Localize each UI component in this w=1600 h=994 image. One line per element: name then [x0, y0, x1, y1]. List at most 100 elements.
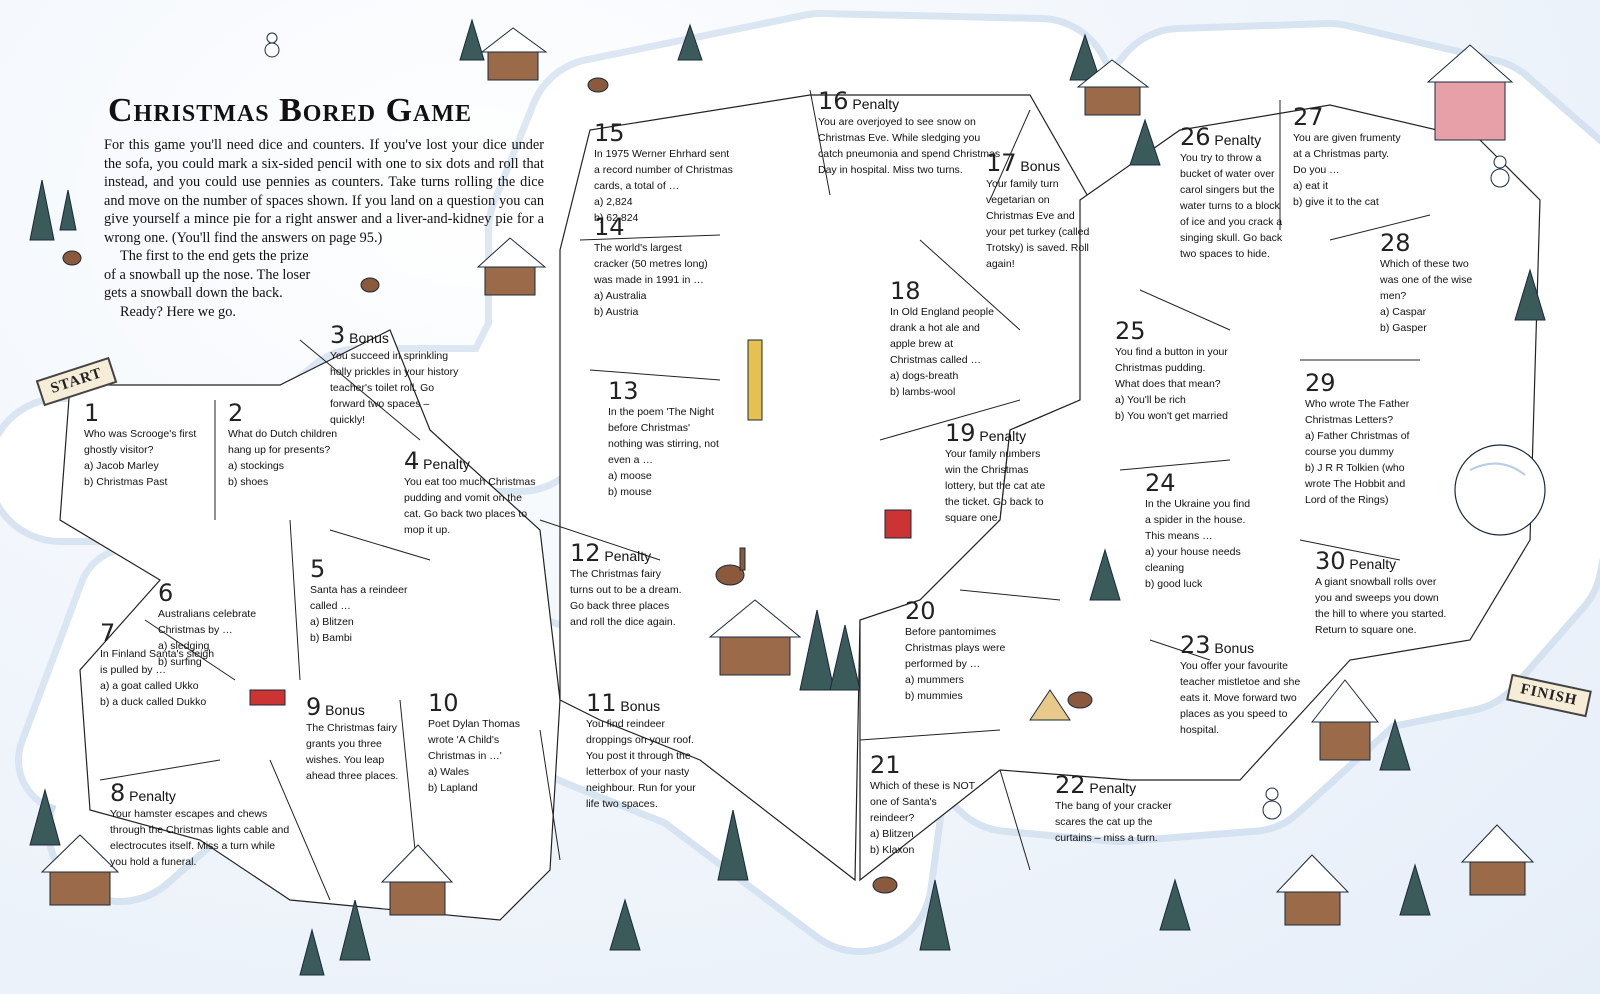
square-text: Your family turn vegetarian on Christmas… [986, 178, 1090, 270]
square-heading: Penalty [1345, 556, 1397, 572]
square-number: 13 [608, 377, 639, 405]
square-text: In the poem 'The Night before Christmas'… [608, 406, 719, 466]
square-text: In 1975 Werner Ehrhard sent a record num… [594, 148, 733, 192]
square-text: Before pantomimes Christmas plays were p… [905, 626, 1006, 670]
square-number: 14 [594, 213, 625, 241]
square-text: In the Ukraine you find a spider in the … [1145, 498, 1251, 542]
answer-option: b) Austria [594, 306, 639, 318]
square-text: You succeed in sprinkling holly prickles… [330, 350, 459, 426]
square-number: 26 [1180, 123, 1211, 151]
square-number: 17 [986, 149, 1017, 177]
answer-option: a) a goat called Ukko [100, 680, 199, 692]
answer-option: a) Blitzen [870, 828, 914, 840]
square-text: In Old England people drank a hot ale an… [890, 306, 994, 366]
square-text: You find reindeer droppings on your roof… [586, 718, 696, 810]
instructions-paragraph: For this game you'll need dice and count… [104, 137, 544, 246]
answer-option: a) dogs-breath [890, 370, 959, 382]
snowy-cabin-icon [40, 27, 1535, 926]
answer-option: b) Gasper [1380, 322, 1427, 334]
answer-option: b) Christmas Past [84, 476, 168, 488]
square-text: Who wrote The Father Christmas Letters? [1305, 398, 1410, 426]
square-text: Your hamster escapes and chews through t… [110, 808, 290, 868]
square-number: 3 [330, 321, 346, 349]
page-title: Christmas Bored Game [108, 92, 473, 129]
square-number: 7 [100, 619, 116, 647]
square-number: 25 [1115, 317, 1146, 345]
square-number: 21 [870, 751, 901, 779]
answer-option: a) moose [608, 470, 652, 482]
square-text: The world's largest cracker (50 metres l… [594, 242, 708, 286]
answer-option: b) mummies [905, 690, 963, 702]
answer-option: b) Bambi [310, 632, 353, 644]
square-text: You find a button in your Christmas pudd… [1115, 346, 1228, 390]
reindeer-icon [62, 77, 1093, 894]
square-heading: Penalty [419, 456, 470, 472]
answer-option: b) surfing [158, 656, 202, 668]
answer-option: a) Jacob Marley [84, 460, 159, 472]
square-number: 16 [818, 87, 849, 115]
answer-option: a) Blitzen [310, 616, 354, 628]
square-number: 18 [890, 277, 921, 305]
square-heading: Penalty [600, 548, 652, 564]
square-number: 23 [1180, 631, 1211, 659]
game-instructions: For this game you'll need dice and count… [104, 136, 544, 321]
pine-tree-icon [29, 18, 1546, 976]
square-text: Santa has a reindeer called … [310, 584, 408, 612]
answer-option: a) Australia [594, 290, 647, 302]
square-number: 12 [570, 539, 601, 567]
square-text: Who was Scrooge's first ghostly visitor? [84, 428, 197, 456]
square-number: 5 [310, 555, 326, 583]
square-text: Australians celebrate Christmas by … [158, 608, 257, 636]
square-number: 10 [428, 689, 459, 717]
square-number: 4 [404, 447, 420, 475]
square-text: You are overjoyed to see snow on Christm… [818, 116, 1001, 176]
square-text: A giant snowball rolls over you and swee… [1315, 576, 1447, 636]
square-text: Your family numbers win the Christmas lo… [945, 448, 1046, 524]
square-heading: Penalty [975, 428, 1027, 444]
snowman-icon [264, 32, 1510, 820]
answer-option: a) your house needs cleaning [1145, 546, 1241, 574]
answer-option: b) shoes [228, 476, 269, 488]
square-number: 28 [1380, 229, 1411, 257]
answer-option: b) good luck [1145, 578, 1203, 590]
answer-option: b) mouse [608, 486, 652, 498]
square-number: 6 [158, 579, 174, 607]
square-number: 19 [945, 419, 976, 447]
answer-option: b) give it to the cat [1293, 196, 1379, 208]
square-text: The bang of your cracker scares the cat … [1055, 800, 1172, 844]
square-number: 9 [306, 693, 322, 721]
square-heading: Penalty [1210, 132, 1262, 148]
sleigh-icon [249, 509, 912, 706]
square-heading: Bonus [616, 698, 661, 714]
square-heading: Bonus [321, 702, 365, 718]
square-text: Which of these two was one of the wise m… [1380, 258, 1473, 302]
square-heading: Bonus [345, 330, 389, 346]
square-heading: Penalty [848, 96, 900, 112]
answer-option: a) sledging [158, 640, 210, 652]
square-text: What do Dutch children hang up for prese… [228, 428, 338, 456]
square-heading: Bonus [1210, 640, 1255, 656]
answer-option: a) Caspar [1380, 306, 1427, 318]
answer-option: b) lambs-wool [890, 386, 956, 398]
giant-snowball-icon [1454, 444, 1546, 536]
square-text: You offer your favourite teacher mistlet… [1180, 660, 1301, 736]
square-heading: Penalty [125, 788, 176, 804]
square-text: You are given frumenty at a Christmas pa… [1293, 132, 1401, 176]
answer-option: a) eat it [1293, 180, 1329, 192]
